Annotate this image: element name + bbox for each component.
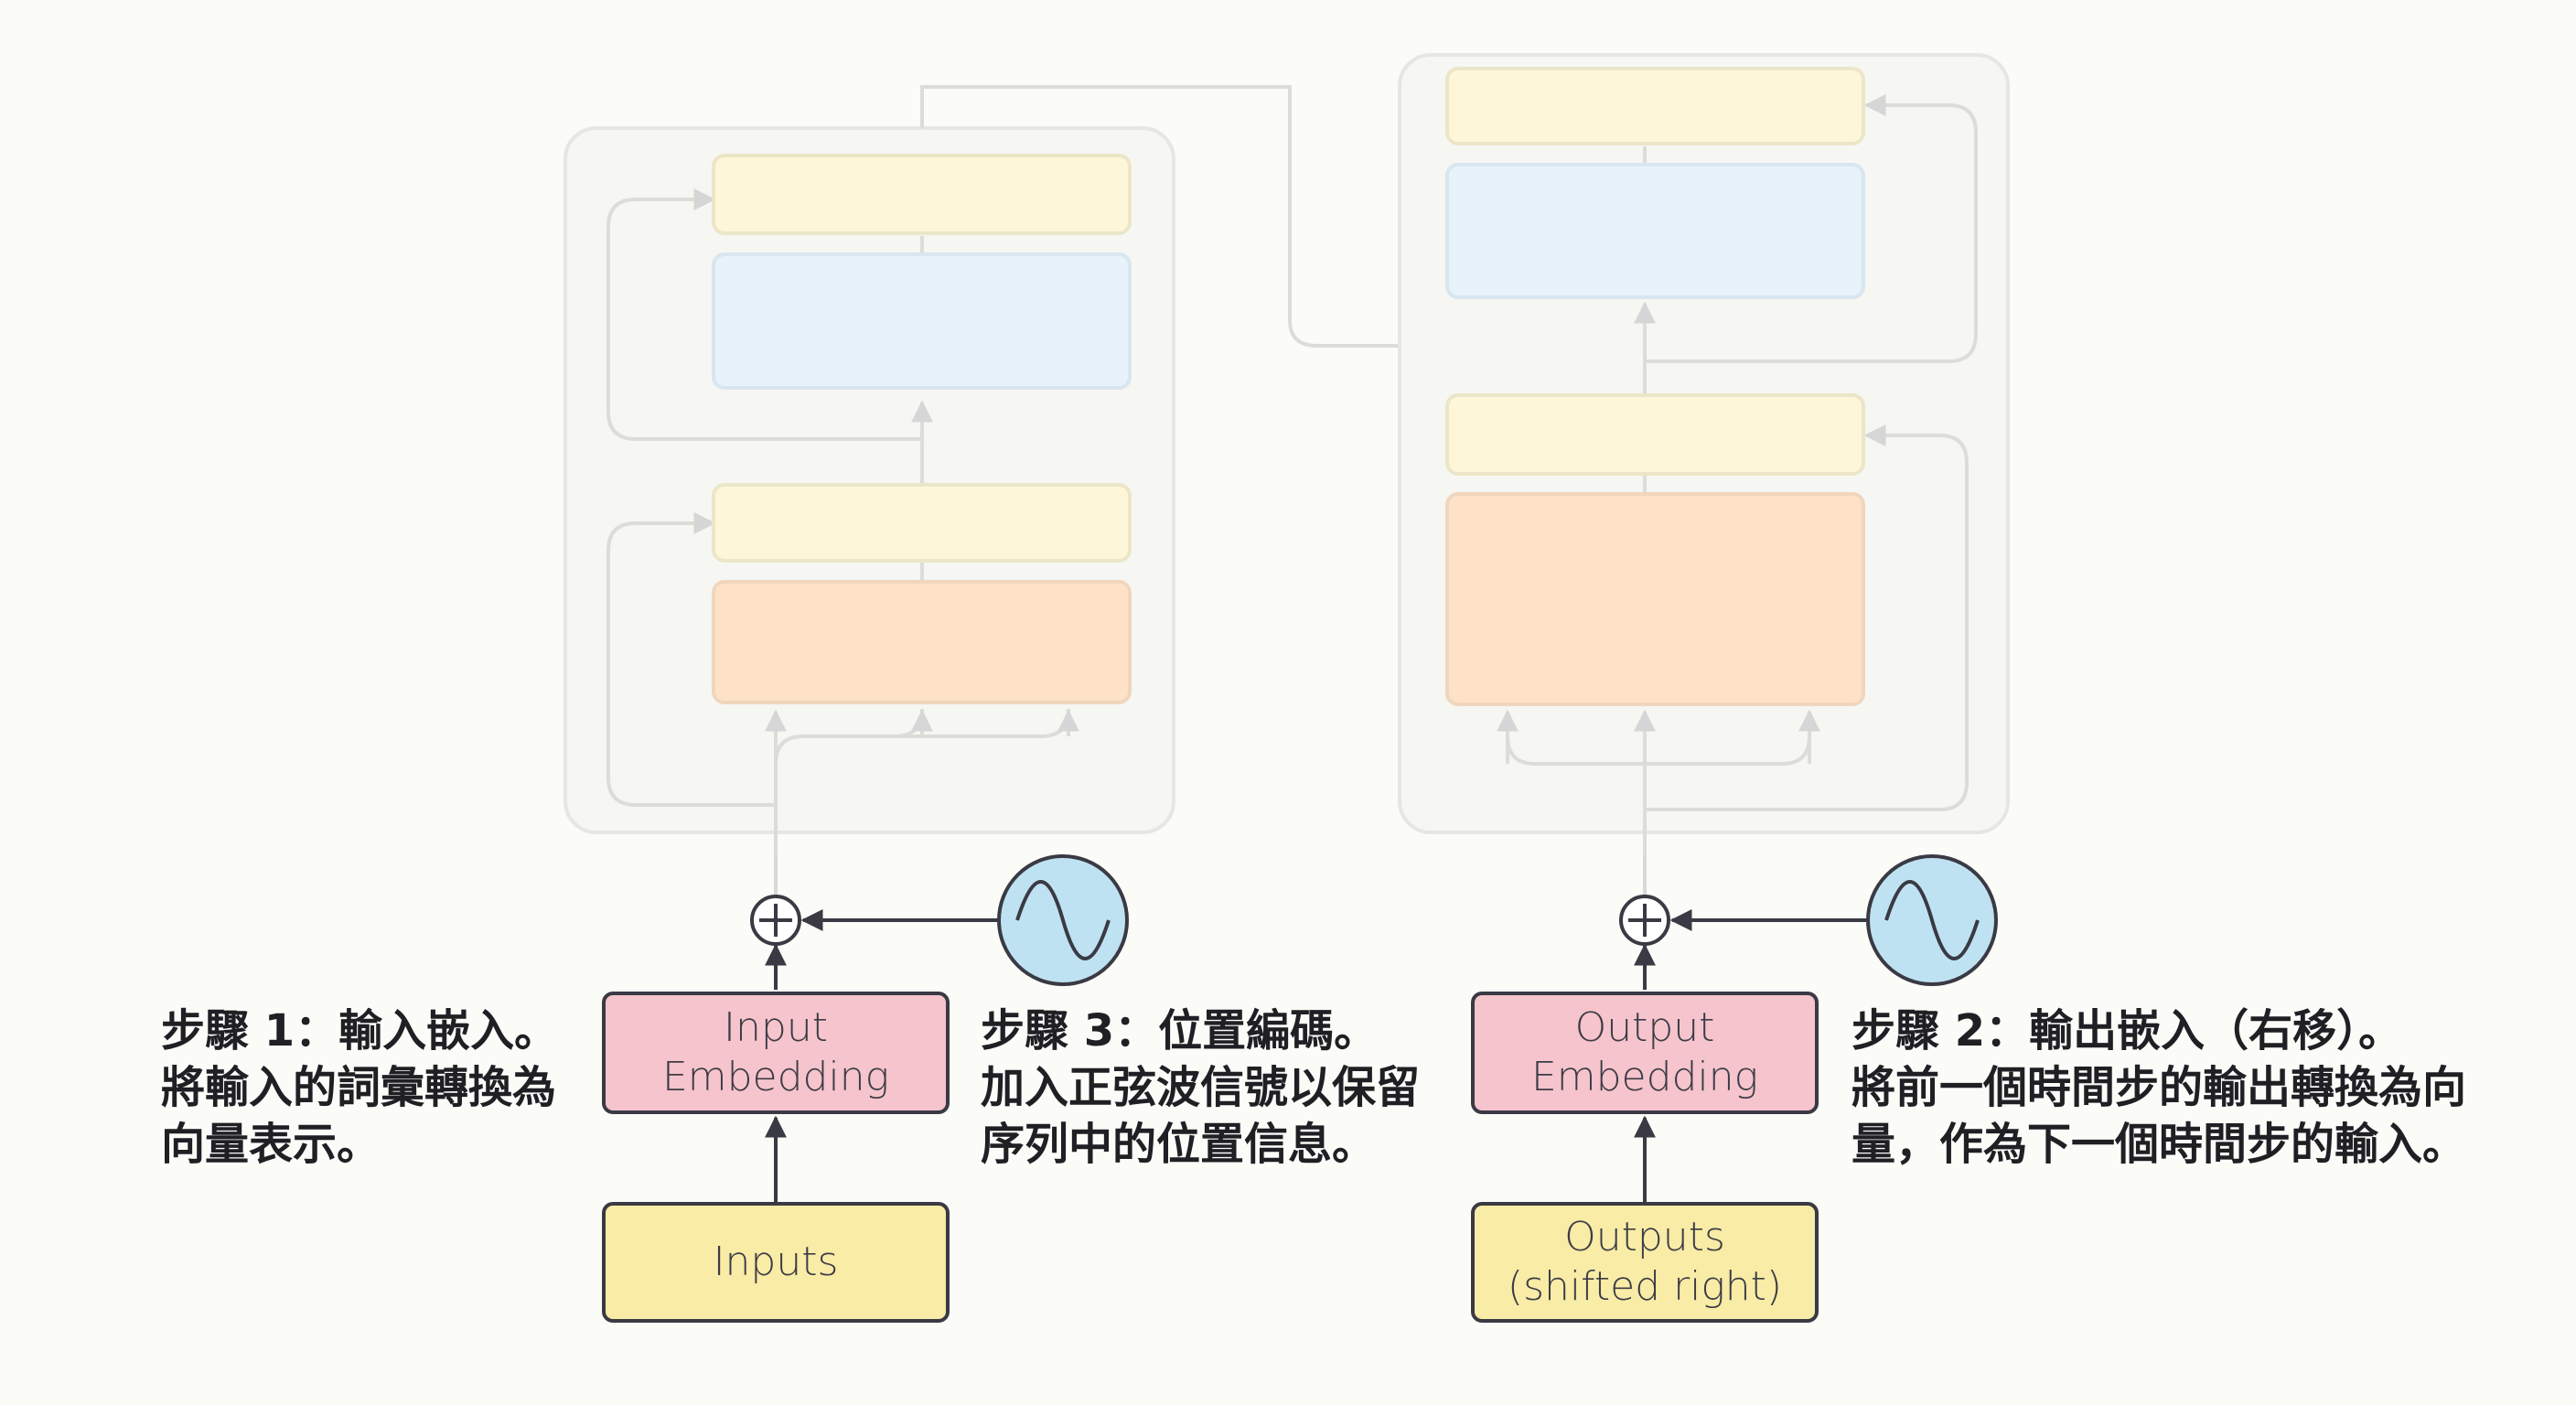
encoder-feed-forward	[712, 252, 1132, 390]
annotation-step2-line3: 量，作為下一個時間步的輸入。	[1852, 1119, 2467, 1170]
annotation-step3-line2: 加入正弦波信號以保留	[981, 1062, 1421, 1113]
annotation-step3: 步驟 3：位置編碼。 加入正弦波信號以保留 序列中的位置信息。	[981, 1003, 1420, 1173]
annotation-step1-line3: 向量表示。	[161, 1119, 381, 1170]
decoder-embedding-line2: Embedding	[1530, 1054, 1759, 1100]
encoder-sine-wave-icon	[997, 854, 1129, 986]
annotation-step1-line1: 步驟 1：輸入嵌入。	[161, 1005, 559, 1056]
annotation-step2-line2: 將前一個時間步的輸出轉換為向	[1852, 1062, 2467, 1113]
annotation-step1-line2: 將輸入的詞彙轉換為	[161, 1062, 557, 1113]
decoder-output-embedding-label: Output Embedding	[1473, 993, 1817, 1112]
annotation-step1: 步驟 1：輸入嵌入。 將輸入的詞彙轉換為 向量表示。	[161, 1003, 558, 1173]
annotation-step2: 步驟 2：輸出嵌入（右移）。 將前一個時間步的輸出轉換為向 量，作為下一個時間步…	[1852, 1003, 2466, 1173]
decoder-embedding-line1: Output	[1574, 1004, 1715, 1051]
encoder-embedding-line1: Input	[724, 1004, 828, 1051]
encoder-inputs-text: Inputs	[713, 1239, 839, 1285]
decoder-add-norm-top	[1445, 67, 1865, 145]
annotation-step3-line1: 步驟 3：位置編碼。	[981, 1005, 1379, 1056]
decoder-residual-bottom	[1645, 424, 1969, 811]
decoder-masked-attention	[1445, 492, 1865, 706]
encoder-add-norm-top	[712, 154, 1132, 235]
decoder-outputs-box	[1471, 1202, 1819, 1323]
encoder-embedding-line2: Embedding	[661, 1054, 890, 1100]
decoder-output-embedding-box	[1471, 992, 1819, 1114]
encoder-add-norm-bottom	[712, 483, 1132, 563]
decoder-residual-top	[1647, 94, 1978, 363]
decoder-outputs-label: Outputs (shifted right)	[1473, 1204, 1817, 1321]
decoder-outputs-line2: (shifted right)	[1507, 1263, 1783, 1310]
decoder-add-icon	[1619, 895, 1670, 946]
encoder-input-pipeline	[602, 854, 1129, 1323]
encoder-multi-head-attention	[712, 580, 1132, 704]
decoder-cross-attention	[1445, 163, 1865, 299]
encoder-inputs-label: Inputs	[604, 1204, 948, 1321]
decoder-input-pipeline	[1471, 854, 1998, 1323]
annotation-step3-line3: 序列中的位置信息。	[981, 1119, 1377, 1170]
encoder-residual-top	[606, 188, 922, 441]
encoder-inputs-box	[602, 1202, 950, 1323]
decoder-sine-wave-icon	[1866, 854, 1998, 986]
encoder-stack-faded	[564, 126, 1175, 860]
encoder-residual-bottom	[606, 512, 776, 807]
encoder-input-embedding-label: Input Embedding	[604, 993, 948, 1112]
decoder-add-norm-bottom	[1445, 393, 1865, 476]
decoder-outputs-line1: Outputs	[1564, 1214, 1725, 1260]
annotation-step2-line1: 步驟 2：輸出嵌入（右移）。	[1852, 1005, 2403, 1056]
encoder-input-embedding-box	[602, 992, 950, 1114]
decoder-stack-faded	[1398, 53, 2010, 860]
encoder-add-icon	[750, 895, 801, 946]
